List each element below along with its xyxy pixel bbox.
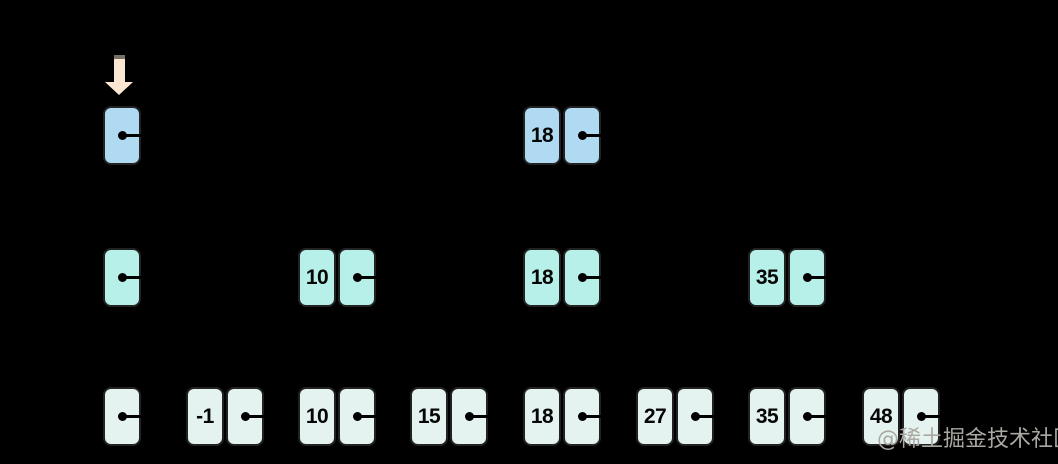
- pointer-dot-icon: [117, 412, 127, 421]
- pointer-dot-icon: [577, 412, 587, 421]
- node-pointer-cell: [226, 387, 267, 446]
- node-value-cell: 18: [523, 387, 561, 446]
- pointer-dot-icon: [240, 412, 250, 421]
- level0-head-node: [103, 387, 144, 446]
- arrow-head: [105, 82, 133, 95]
- pointer-line: [469, 415, 491, 418]
- pointer-line: [122, 276, 144, 279]
- level1-node-35: 35: [748, 248, 829, 307]
- node-value-cell: 27: [636, 387, 674, 446]
- level2-head-node: [103, 106, 144, 165]
- node-value-cell: 35: [748, 387, 786, 446]
- node-value: 35: [755, 265, 779, 289]
- level0-node-10: 10: [298, 387, 379, 446]
- pointer-line: [357, 415, 379, 418]
- pointer-line: [695, 415, 717, 418]
- node-value: 18: [530, 123, 554, 147]
- pointer-dot-icon: [352, 412, 362, 421]
- pointer-line: [357, 276, 379, 279]
- level0-node-15: 15: [410, 387, 491, 446]
- pointer-line: [807, 276, 829, 279]
- node-pointer-cell: [563, 106, 604, 165]
- level0-node-35: 35: [748, 387, 829, 446]
- node-value-cell: 48: [862, 387, 900, 446]
- node-value: 35: [755, 404, 779, 428]
- node-value-cell: 10: [298, 387, 336, 446]
- pointer-dot-icon: [802, 412, 812, 421]
- node-value: 48: [869, 404, 893, 428]
- node-value: 18: [530, 265, 554, 289]
- node-pointer-cell: [788, 248, 829, 307]
- level1-node-18: 18: [523, 248, 604, 307]
- node-pointer-cell: [788, 387, 829, 446]
- pointer-dot-icon: [577, 273, 587, 282]
- node-value: 27: [643, 404, 667, 428]
- pointer-line: [582, 134, 604, 137]
- pointer-line: [582, 276, 604, 279]
- pointer-dot-icon: [117, 273, 127, 282]
- node-pointer-cell: [563, 248, 604, 307]
- node-pointer-cell: [103, 387, 144, 446]
- node-value: 10: [305, 404, 329, 428]
- node-value-cell: -1: [186, 387, 224, 446]
- node-value-cell: 15: [410, 387, 448, 446]
- node-value-cell: 10: [298, 248, 336, 307]
- pointer-line: [921, 415, 943, 418]
- pointer-line: [807, 415, 829, 418]
- node-pointer-cell: [103, 106, 144, 165]
- node-value: 18: [530, 404, 554, 428]
- level1-head-node: [103, 248, 144, 307]
- down-arrow-icon: [105, 55, 133, 95]
- level0-node-27: 27: [636, 387, 717, 446]
- node-value-cell: 35: [748, 248, 786, 307]
- pointer-dot-icon: [117, 131, 127, 140]
- arrow-shaft: [113, 59, 125, 82]
- pointer-dot-icon: [577, 131, 587, 140]
- node-pointer-cell: [676, 387, 717, 446]
- node-pointer-cell: [902, 387, 943, 446]
- node-pointer-cell: [338, 248, 379, 307]
- node-pointer-cell: [103, 248, 144, 307]
- pointer-line: [245, 415, 267, 418]
- node-value-cell: 18: [523, 248, 561, 307]
- pointer-dot-icon: [690, 412, 700, 421]
- node-pointer-cell: [450, 387, 491, 446]
- node-value: -1: [196, 404, 214, 428]
- node-pointer-cell: [338, 387, 379, 446]
- node-value-cell: 18: [523, 106, 561, 165]
- node-value: 10: [305, 265, 329, 289]
- pointer-line: [122, 415, 144, 418]
- level0-node-18: 18: [523, 387, 604, 446]
- watermark: @稀土掘金技术社区: [877, 427, 1058, 452]
- level0-node--1: -1: [186, 387, 267, 446]
- node-pointer-cell: [563, 387, 604, 446]
- node-value: 15: [417, 404, 441, 428]
- pointer-dot-icon: [464, 412, 474, 421]
- arrow-cap: [113, 55, 125, 59]
- level1-node-10: 10: [298, 248, 379, 307]
- pointer-line: [122, 134, 144, 137]
- pointer-dot-icon: [916, 412, 926, 421]
- level0-node-48: 48: [862, 387, 943, 446]
- pointer-dot-icon: [802, 273, 812, 282]
- level2-node-18: 18: [523, 106, 604, 165]
- pointer-line: [582, 415, 604, 418]
- pointer-dot-icon: [352, 273, 362, 282]
